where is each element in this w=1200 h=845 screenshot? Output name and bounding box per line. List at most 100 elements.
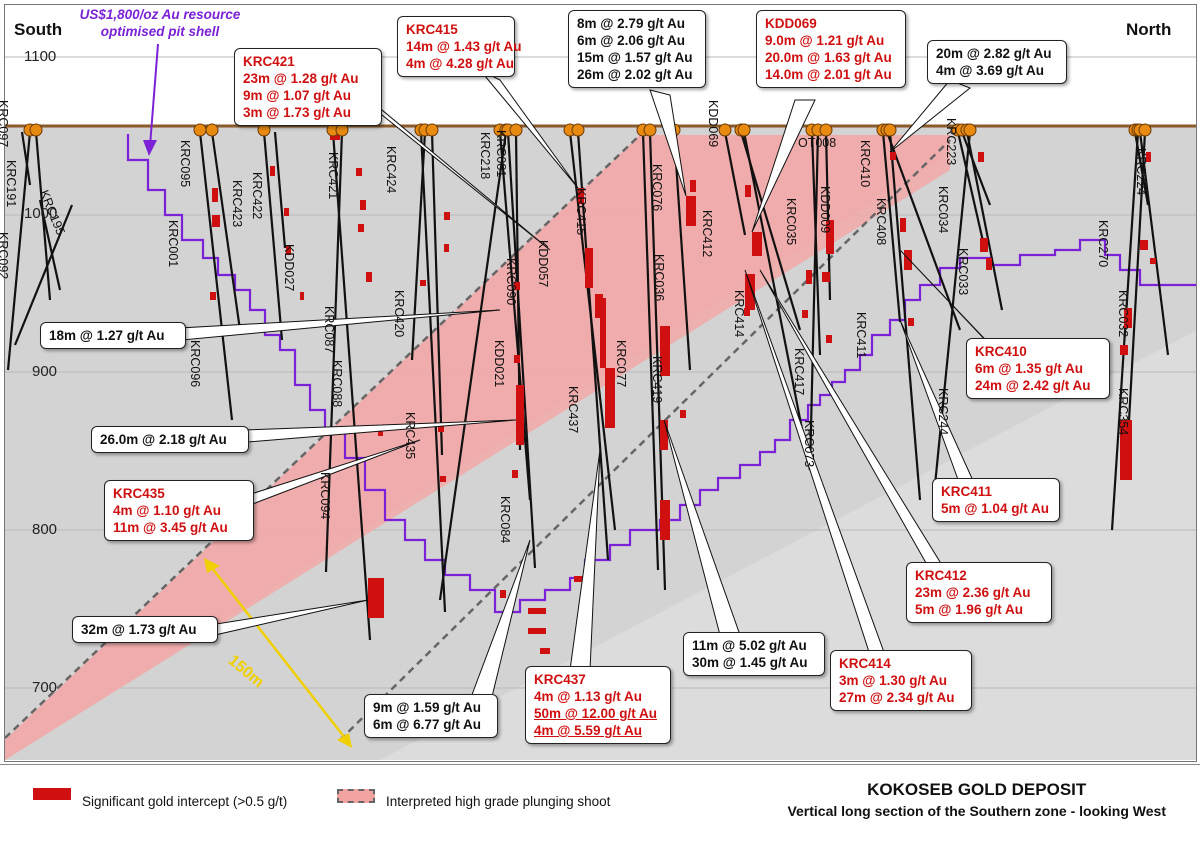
callout-line: 8m @ 2.79 g/t Au [577, 16, 685, 31]
gold-intercept [578, 188, 584, 204]
drill-holes [6, 131, 1170, 641]
gold-intercepts [210, 132, 1156, 654]
gold-intercept [378, 430, 383, 436]
gold-intercept [826, 335, 832, 343]
hole-label: KRC223 [944, 118, 958, 166]
drill-hole-trace [965, 131, 1004, 311]
hole-label: KRC412 [700, 210, 714, 258]
callout-line: 23m @ 2.36 g/t Au [915, 585, 1031, 600]
gold-intercept [210, 292, 216, 300]
pit-label-line-1: US$1,800/oz Au resource [79, 7, 241, 22]
gold-intercept [660, 420, 668, 450]
gold-intercept [540, 648, 550, 654]
callout-title: KRC411 [941, 484, 993, 499]
drill-collar [425, 123, 439, 137]
drill-hole-trace [672, 131, 692, 371]
pit-shell-label: US$1,800/oz Au resource optimised pit sh… [60, 6, 260, 40]
hole-label: KRC218 [478, 132, 492, 180]
callout-line: 3m @ 1.73 g/t Au [243, 105, 351, 120]
gold-intercept [516, 385, 524, 445]
gold-intercept [1120, 420, 1132, 480]
callout-line: 11m @ 5.02 g/t Au [692, 638, 807, 653]
callout-krc421: KRC421 23m @ 1.28 g/t Au 9m @ 1.07 g/t A… [234, 48, 382, 126]
gold-intercept [212, 188, 218, 202]
drill-hole-trace [641, 131, 660, 571]
hole-label: KRC422 [250, 172, 264, 220]
hole-label: KRC095 [178, 140, 192, 188]
callout-title: KRC415 [406, 22, 458, 37]
drill-hole-trace [960, 131, 992, 206]
hole-label: KRC087 [322, 306, 336, 354]
callout-line: 6m @ 6.77 g/t Au [373, 717, 481, 732]
hole-label: KRC410 [858, 140, 872, 188]
section-canvas [4, 43, 1197, 760]
gold-intercept [286, 245, 291, 255]
drill-collar [205, 123, 219, 137]
gold-intercept [358, 224, 364, 232]
gold-intercept [686, 196, 696, 226]
gold-intercept [514, 282, 520, 290]
hole-label: KRC224 [1134, 148, 1148, 196]
hole-label: KDD027 [282, 244, 296, 292]
drill-collar [718, 123, 732, 137]
pit-label-line-2: optimised pit shell [100, 24, 220, 39]
drill-hole-trace [324, 131, 344, 573]
callout-title: KRC421 [243, 54, 295, 69]
gold-intercept [574, 576, 584, 582]
drill-collar [883, 123, 897, 137]
callout-line: 4m @ 1.13 g/t Au [534, 689, 642, 704]
gold-intercept [212, 215, 220, 227]
callout-line: 11m @ 3.45 g/t Au [113, 520, 228, 535]
shoot-boundary-lower [339, 139, 951, 741]
hole-label: KDD021 [492, 340, 506, 388]
gold-intercept [660, 500, 670, 540]
drill-hole-trace [38, 199, 62, 291]
hole-label: KRC270 [1096, 220, 1110, 268]
callout-line: 50m @ 12.00 g/t Au [534, 706, 657, 721]
callout-kdd069: KDD069 9.0m @ 1.21 g/t Au 20.0m @ 1.63 g… [756, 10, 906, 88]
north-label: North [1126, 20, 1172, 39]
gold-intercept [806, 270, 812, 284]
callout-32m: 32m @ 1.73 g/t Au [72, 616, 218, 643]
hole-label: KRC097 [0, 100, 10, 148]
gold-intercept [690, 180, 696, 192]
callout-line: 14.0m @ 2.01 g/t Au [765, 67, 892, 82]
drill-hole-trace [198, 131, 234, 421]
shoot-swatch [337, 789, 375, 803]
callout-title: KRC435 [113, 486, 165, 501]
hole-label: KRC032 [1116, 290, 1130, 338]
elevation-label: 900 [32, 363, 58, 380]
hole-label: KDD057 [536, 240, 550, 288]
callout-11m: 11m @ 5.02 g/t Au 30m @ 1.45 g/t Au [683, 632, 825, 676]
hole-label: KRC244 [936, 388, 950, 436]
hole-label: KRC423 [230, 180, 244, 228]
drill-hole-trace [1138, 131, 1170, 356]
drill-hole-trace [430, 131, 444, 456]
hole-label: KRC036 [652, 254, 666, 302]
gold-intercept [512, 470, 518, 478]
elevation-label: 700 [32, 679, 58, 696]
callout-top-right: 20m @ 2.82 g/t Au 4m @ 3.69 g/t Au [927, 40, 1067, 84]
section-frame [4, 4, 1197, 762]
gold-intercept [500, 590, 506, 598]
hole-label: KRC420 [392, 290, 406, 338]
hole-label: KRC090 [504, 258, 518, 306]
hole-label: KRC034 [936, 186, 950, 234]
drill-collar [963, 123, 977, 137]
drill-hole-trace [1110, 131, 1140, 531]
drill-collar [571, 123, 585, 137]
elevation-label: 800 [32, 521, 58, 538]
callout-line: 26m @ 2.02 g/t Au [577, 67, 693, 82]
gold-intercept [900, 218, 906, 232]
hole-label: KRC417 [792, 348, 806, 396]
callout-line: 4m @ 5.59 g/t Au [534, 723, 642, 738]
drill-collar [643, 123, 657, 137]
callout-line: 30m @ 1.45 g/t Au [692, 655, 808, 670]
gold-intercept [420, 280, 426, 286]
callout-leader [751, 99, 816, 233]
hole-label: KRC094 [318, 472, 332, 520]
gold-intercept [745, 185, 751, 197]
gold-intercept [1150, 258, 1156, 264]
hole-label: KRC077 [614, 340, 628, 388]
